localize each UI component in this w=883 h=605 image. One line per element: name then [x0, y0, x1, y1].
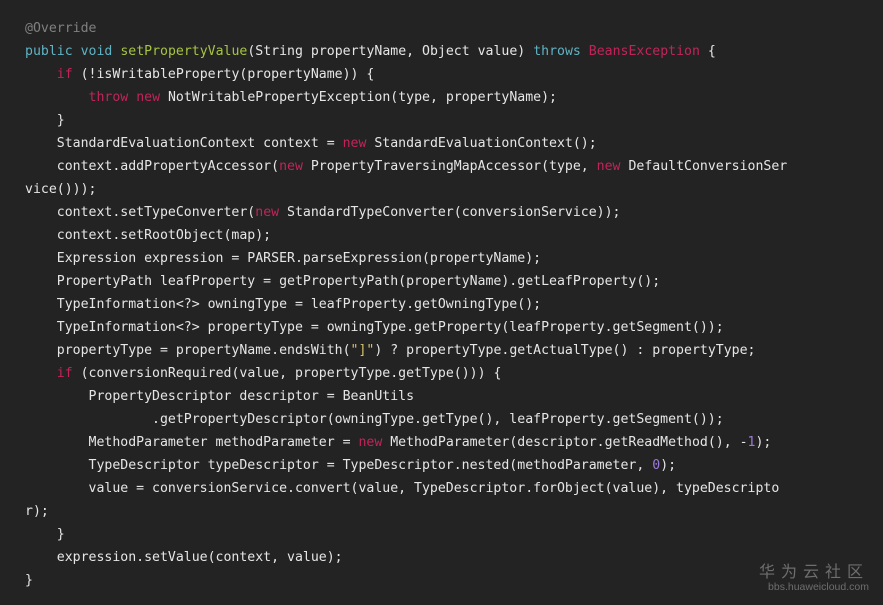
code-token-keyword-red: new — [342, 136, 367, 151]
code-line: @Override — [25, 17, 787, 40]
code-line: context.setTypeConverter(new StandardTyp… — [25, 201, 787, 224]
code-line: PropertyPath leafProperty = getPropertyP… — [25, 270, 787, 293]
code-line: MethodParameter methodParameter = new Me… — [25, 431, 787, 454]
code-line: } — [25, 569, 787, 592]
code-token-plain: PropertyDescriptor descriptor = BeanUtil… — [25, 389, 415, 404]
code-token-number: 0 — [652, 458, 661, 473]
code-block: @Override public void setPropertyValue(St… — [25, 17, 787, 592]
code-line: .getPropertyDescriptor(owningType.getTyp… — [25, 408, 787, 431]
code-token-plain: .getPropertyDescriptor(owningType.getTyp… — [25, 412, 724, 427]
code-token-plain: context.setTypeConverter( — [25, 205, 256, 220]
code-token-plain: DefaultConversionSer — [620, 159, 788, 174]
code-token-string: "]" — [350, 343, 375, 358]
code-line: throw new NotWritablePropertyException(t… — [25, 86, 787, 109]
code-token-plain — [73, 44, 81, 59]
code-token-plain: ); — [755, 435, 772, 450]
code-line: vice())); — [25, 178, 787, 201]
watermark-title: 华为云社区 — [758, 562, 869, 581]
code-token-plain: (!isWritableProperty(propertyName)) { — [72, 67, 375, 82]
code-line: context.addPropertyAccessor(new Property… — [25, 155, 787, 178]
code-token-plain: Expression expression = PARSER.parseExpr… — [25, 251, 542, 266]
code-token-plain: r); — [25, 504, 49, 519]
code-token-plain — [25, 90, 89, 105]
code-token-keyword-red: if — [56, 366, 73, 381]
code-token-plain: MethodParameter methodParameter = — [25, 435, 359, 450]
code-token-plain: StandardEvaluationContext(); — [366, 136, 597, 151]
code-line: PropertyDescriptor descriptor = BeanUtil… — [25, 385, 787, 408]
code-token-plain: ); — [660, 458, 677, 473]
code-token-plain: PropertyTraversingMapAccessor(type, — [302, 159, 597, 174]
code-token-plain: } — [25, 113, 65, 128]
code-token-keyword-blue: public — [25, 44, 73, 59]
code-line: TypeInformation<?> propertyType = owning… — [25, 316, 787, 339]
code-line: if (conversionRequired(value, propertyTy… — [25, 362, 787, 385]
code-token-annotation: @Override — [25, 21, 97, 36]
code-token-number: 1 — [747, 435, 756, 450]
code-token-plain: StandardEvaluationContext context = — [25, 136, 343, 151]
code-token-plain: value = conversionService.convert(value,… — [25, 481, 780, 496]
code-token-plain: TypeInformation<?> owningType = leafProp… — [25, 297, 542, 312]
code-token-keyword-red: new — [358, 435, 383, 450]
code-token-plain — [581, 44, 589, 59]
code-line: public void setPropertyValue(String prop… — [25, 40, 787, 63]
code-token-keyword-red: if — [56, 67, 73, 82]
code-token-plain: (conversionRequired(value, propertyType.… — [72, 366, 502, 381]
code-token-plain: } — [25, 527, 65, 542]
code-token-plain: TypeDescriptor typeDescriptor = TypeDesc… — [25, 458, 653, 473]
code-token-type-red: BeansException — [588, 44, 700, 59]
code-line: TypeInformation<?> owningType = leafProp… — [25, 293, 787, 316]
code-token-method-def: setPropertyValue — [120, 44, 248, 59]
code-token-plain: context.addPropertyAccessor( — [25, 159, 280, 174]
code-line: propertyType = propertyName.endsWith("]"… — [25, 339, 787, 362]
code-line: if (!isWritableProperty(propertyName)) { — [25, 63, 787, 86]
code-line: Expression expression = PARSER.parseExpr… — [25, 247, 787, 270]
code-token-plain: { — [699, 44, 716, 59]
watermark-url: bbs.huaweicloud.com — [768, 581, 869, 593]
code-token-plain: MethodParameter(descriptor.getReadMethod… — [382, 435, 748, 450]
code-token-plain — [25, 67, 57, 82]
code-token-keyword-red: new — [279, 159, 303, 174]
code-line: TypeDescriptor typeDescriptor = TypeDesc… — [25, 454, 787, 477]
code-token-plain: vice())); — [25, 182, 97, 197]
code-token-keyword-red: new — [596, 159, 621, 174]
code-token-keyword-blue: void — [80, 44, 113, 59]
code-token-plain — [25, 366, 57, 381]
watermark: 华为云社区 bbs.huaweicloud.com — [758, 562, 869, 594]
code-token-plain: context.setRootObject(map); — [25, 228, 272, 243]
code-token-keyword-blue: throws — [533, 44, 581, 59]
code-line: StandardEvaluationContext context = new … — [25, 132, 787, 155]
code-line: context.setRootObject(map); — [25, 224, 787, 247]
code-token-keyword-red: new — [255, 205, 280, 220]
code-token-plain: TypeInformation<?> propertyType = owning… — [25, 320, 724, 335]
code-token-plain — [128, 90, 136, 105]
code-token-plain: expression.setValue(context, value); — [25, 550, 343, 565]
code-token-plain: propertyType = propertyName.endsWith( — [25, 343, 351, 358]
code-token-plain: } — [25, 573, 33, 588]
code-token-plain: NotWritablePropertyException(type, prope… — [160, 90, 557, 105]
code-token-plain: StandardTypeConverter(conversionService)… — [279, 205, 621, 220]
code-line: } — [25, 523, 787, 546]
code-line: value = conversionService.convert(value,… — [25, 477, 787, 500]
code-line: expression.setValue(context, value); — [25, 546, 787, 569]
code-token-plain: ) ? propertyType.getActualType() : prope… — [374, 343, 756, 358]
code-line: r); — [25, 500, 787, 523]
code-line: } — [25, 109, 787, 132]
code-token-plain: PropertyPath leafProperty = getPropertyP… — [25, 274, 661, 289]
code-token-keyword-red: throw — [88, 90, 129, 105]
code-token-plain: (String propertyName, Object value) — [247, 44, 534, 59]
code-token-keyword-red: new — [136, 90, 161, 105]
